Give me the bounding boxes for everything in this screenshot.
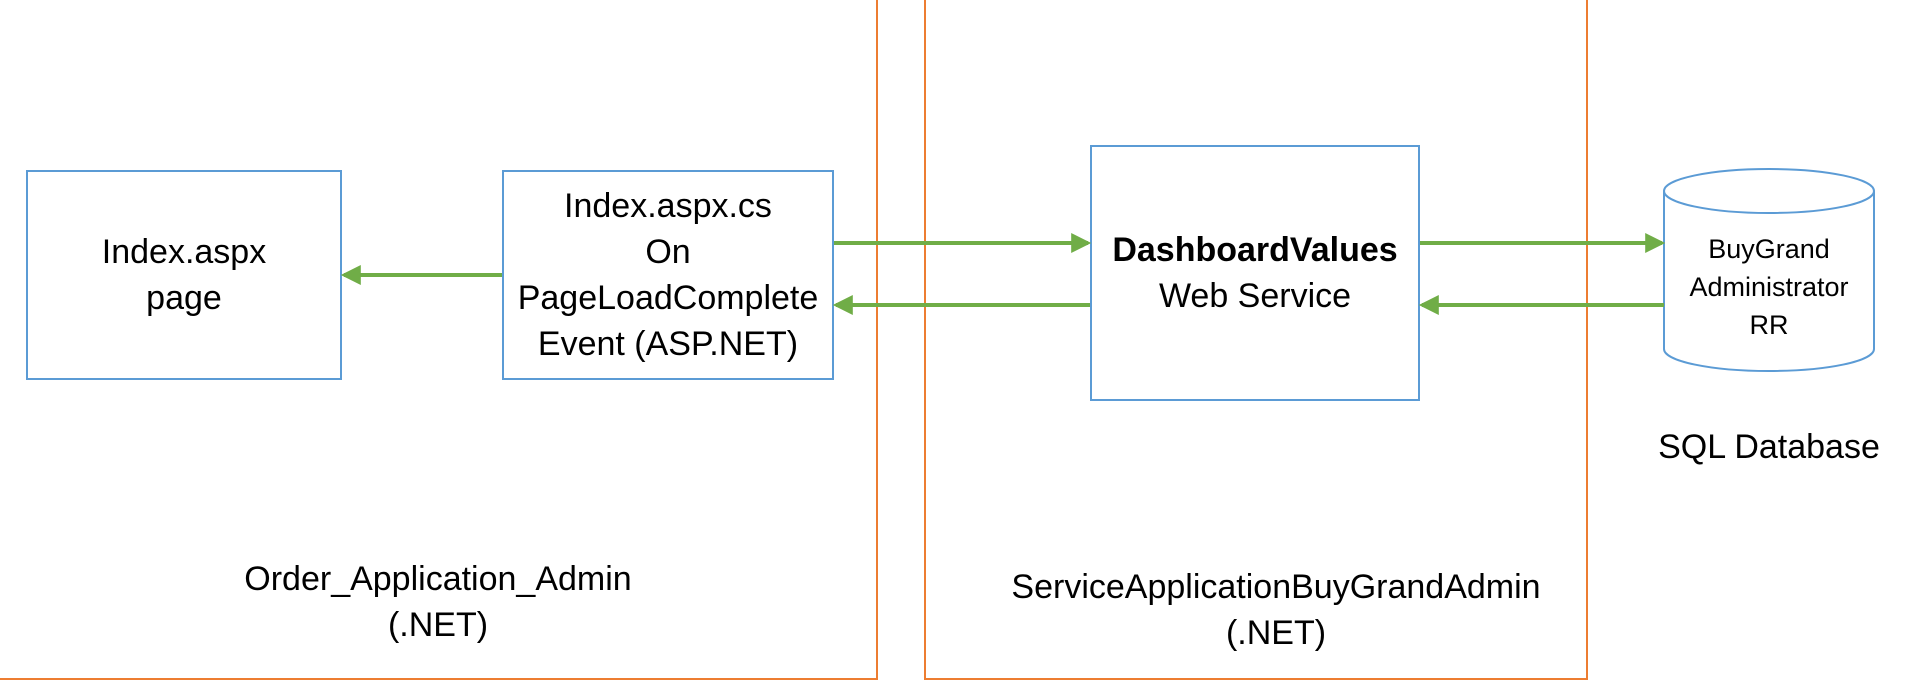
service-application-caption: ServiceApplicationBuyGrandAdmin (.NET): [926, 564, 1626, 656]
index-cs-line-3: PageLoadComplete: [517, 279, 819, 317]
index-cs-line-1: Index.aspx.cs: [564, 187, 772, 225]
database-line-3: RR: [1749, 310, 1789, 340]
database-label: BuyGrand Administrator RR: [1664, 230, 1874, 344]
index-cs-line-2: On: [645, 233, 691, 271]
database-cylinder: [1663, 168, 1875, 372]
index-cs-box: Index.aspx.cs On PageLoadComplete Event …: [502, 170, 834, 380]
dashboard-values-subtitle: Web Service: [1158, 277, 1352, 315]
database-line-1: BuyGrand: [1708, 234, 1830, 264]
order-application-caption: Order_Application_Admin (.NET): [88, 556, 788, 648]
service-application-platform: (.NET): [1225, 614, 1327, 652]
service-application-name: ServiceApplicationBuyGrandAdmin: [1011, 568, 1541, 606]
database-caption: SQL Database: [1658, 428, 1880, 466]
order-application-name: Order_Application_Admin: [244, 560, 632, 598]
order-application-platform: (.NET): [387, 606, 489, 644]
dashboard-values-title: DashboardValues: [1112, 231, 1398, 269]
index-page-line-1: Index.aspx: [101, 233, 267, 271]
index-cs-line-4: Event (ASP.NET): [537, 325, 799, 363]
database-line-2: Administrator: [1689, 272, 1849, 302]
index-page-line-2: page: [146, 279, 222, 317]
dashboard-values-box: DashboardValues Web Service: [1090, 145, 1420, 401]
